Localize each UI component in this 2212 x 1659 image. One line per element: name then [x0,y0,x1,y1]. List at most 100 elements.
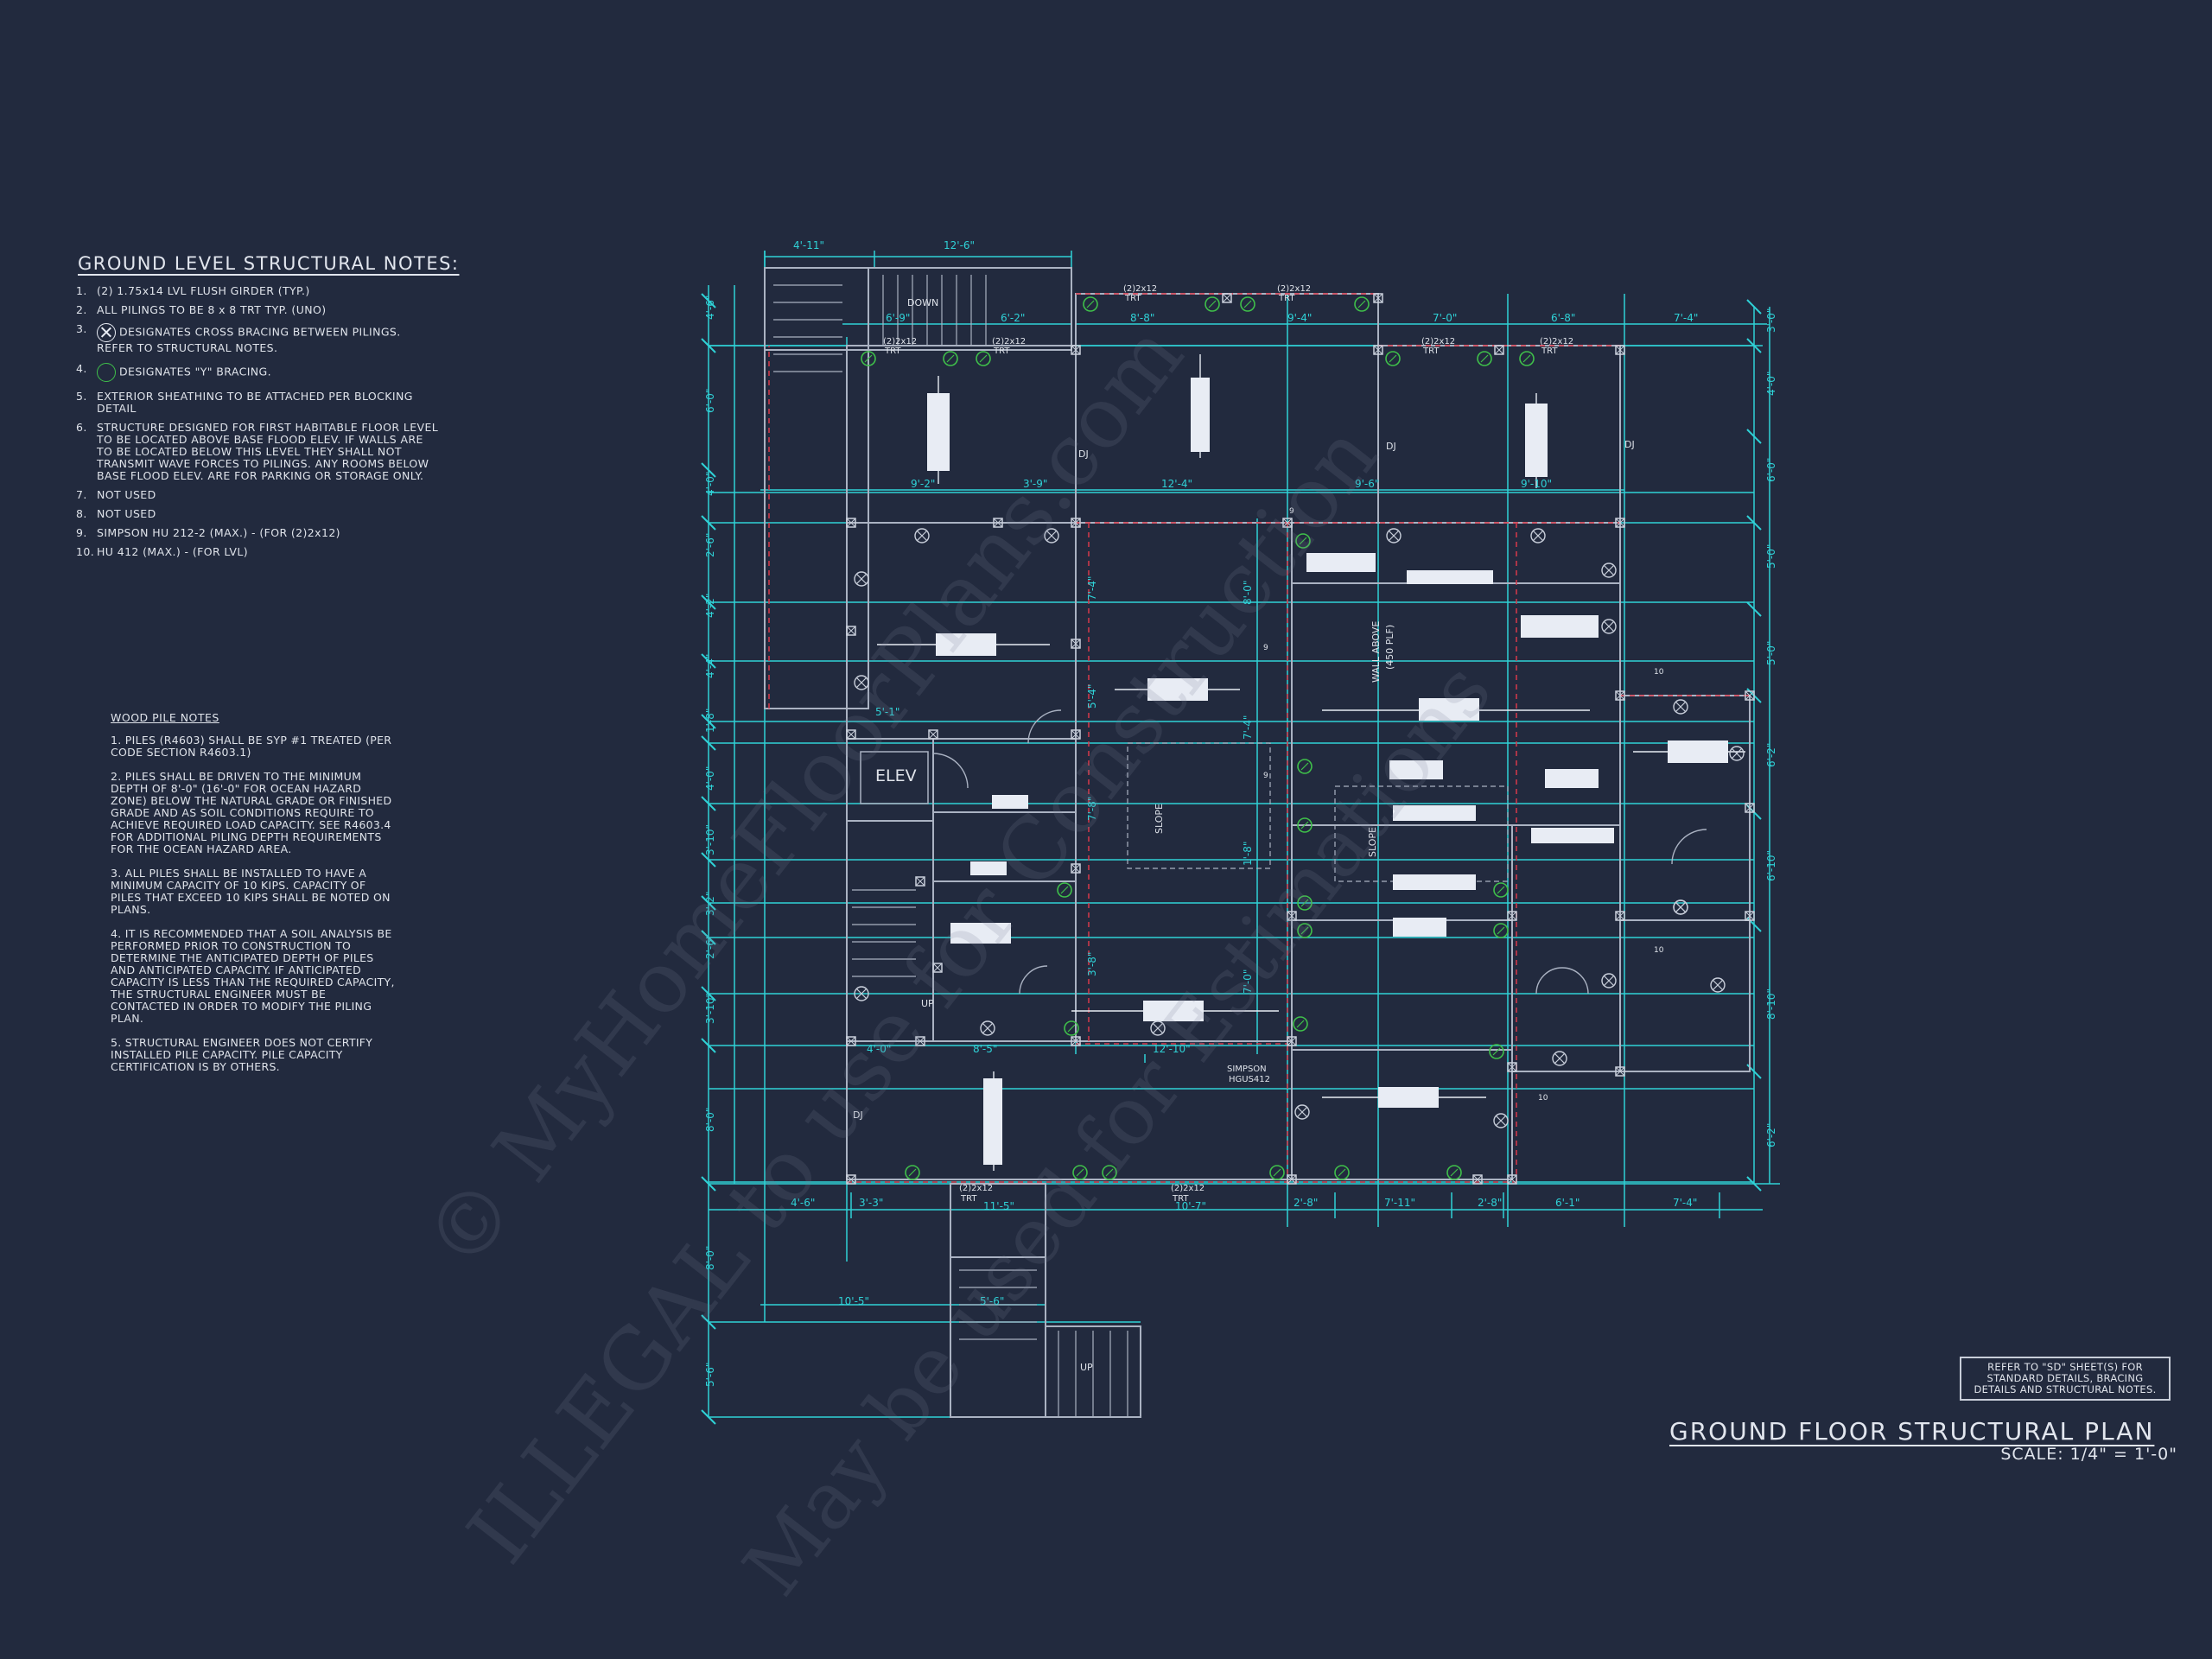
dim-left-2: 6'-0" [704,389,716,413]
dim-right-8: 8'-10" [1765,988,1777,1020]
dim-top-9: 7'-4" [1674,312,1698,324]
door-swings [932,709,1707,995]
dim-int-4: 3'-8" [1086,952,1098,976]
dim-left-6: 4'-4" [704,654,716,678]
note-item: 8.NOT USED [76,507,156,520]
hgus-label: HGUS412 [1229,1075,1270,1084]
dim-bottom-2: 3'-3" [859,1197,883,1209]
left-dimension-text: 4'-6" 6'-0" 4'-0" 2'-6" 4'-2" 4'-4" 1'-8… [704,296,716,1387]
dim-top-5: 8'-8" [1130,312,1154,324]
dim-inner-9: 12'-10" [1153,1043,1191,1055]
dim-int-3: 7'-8" [1086,797,1098,821]
interior-dimension-text: 7'-4" 5'-4" 7'-8" 3'-8" 8'-0" 7'-4" 1'-8… [1086,576,1254,994]
dim-bottom-6: 7'-11" [1384,1197,1415,1209]
wood-pile-notes-title: WOOD PILE NOTES [111,711,219,724]
wall-above-label: WALL ABOVE [1370,621,1382,683]
note-item: 10.HU 412 (MAX.) - (FOR LVL) [76,545,248,558]
note-item: 9.SIMPSON HU 212-2 (MAX.) - (FOR (2)2x12… [76,526,340,539]
dim-right-3: 6'-0" [1765,458,1777,482]
slope-label-1: SLOPE [1154,804,1165,834]
callout-10a: 10 [1654,668,1664,677]
beam-label-h2: TRT [1172,1194,1189,1204]
dim-bottom-9: 7'-4" [1673,1197,1697,1209]
dim-right-7: 6'-10" [1765,850,1777,881]
down-label: DOWN [907,297,938,308]
wall-load-label: (450 PLF) [1384,625,1395,670]
slope-label-2: SLOPE [1367,827,1378,857]
simpson-label: SIMPSON [1227,1065,1267,1074]
span-arrows [877,354,1745,1171]
beam-symbols [927,378,1728,1165]
right-dimension-text: 3'-0" 4'-0" 6'-0" 5'-0" 5'-0" 6'-2" 6'-1… [1765,308,1777,1147]
dim-inner-3: 12'-4" [1161,478,1192,490]
dim-top-4: 6'-2" [1001,312,1025,324]
callout-9c: 9 [1263,772,1268,780]
dim-left-14: 8'-0" [704,1246,716,1270]
beam-label-b: (2)2x12 [1277,284,1311,294]
structural-notes-title: GROUND LEVEL STRUCTURAL NOTES: [78,253,460,274]
dim-left-11: 2'-6" [704,935,716,959]
dim-inner-8: 8'-5" [973,1043,997,1055]
structural-notes-list: 1.(2) 1.75x14 LVL FLUSH GIRDER (TYP.) 2.… [76,285,439,565]
dim-left-12: 3'-10" [704,993,716,1024]
dim-bottom-3: 11'-5" [983,1200,1014,1212]
dim-left-9: 3'-10" [704,824,716,855]
wood-pile-notes-list: 1. PILES (R4603) SHALL BE SYP #1 TREATED… [111,734,396,1085]
beam-label-e: (2)2x12 [1421,337,1455,346]
beam-label-e2: TRT [1422,346,1440,356]
dj-label-1: DJ [1078,448,1089,460]
hidden-walls [768,293,1750,1184]
beam-label-a2: TRT [1124,294,1141,303]
dim-right-9: 6'-2" [1765,1123,1777,1147]
note-item: 3.DESIGNATES CROSS BRACING BETWEEN PILIN… [76,322,401,354]
dim-int-6: 7'-4" [1242,715,1254,740]
dim-right-4: 5'-0" [1765,544,1777,569]
wood-note-item: 3. ALL PILES SHALL BE INSTALLED TO HAVE … [111,867,391,916]
dim-inner-6: 5'-1" [875,706,899,718]
dim-int-5: 8'-0" [1242,581,1254,605]
elevator-box [860,751,929,804]
wood-note-item: 5. STRUCTURAL ENGINEER DOES NOT CERTIFY … [111,1036,373,1073]
beam-label-d: (2)2x12 [992,337,1026,346]
dim-left-10: 3'-2" [704,892,716,916]
dim-bottom-8: 6'-1" [1555,1197,1580,1209]
wood-note-item: 4. IT IS RECOMMENDED THAT A SOIL ANALYSI… [111,927,395,1025]
dim-int-2: 5'-4" [1086,684,1098,709]
dim-inner-5: 9'-10" [1521,478,1552,490]
dim-left-5: 4'-2" [704,594,716,618]
dim-stair-1: 10'-5" [838,1295,869,1307]
dim-left-13: 8'-0" [704,1108,716,1132]
beam-label-c: (2)2x12 [883,337,917,346]
dim-top-1: 4'-11" [793,239,824,251]
dj-label-4: DJ [853,1109,863,1121]
cross-bracing-icon [97,323,116,342]
dimension-ticks [701,293,1762,1425]
dim-bottom-5: 2'-8" [1294,1197,1318,1209]
callout-10c: 10 [1538,1094,1548,1103]
dim-top-6: 9'-4" [1287,312,1312,324]
note-item: 5.EXTERIOR SHEATHING TO BE ATTACHED PER … [76,390,413,415]
dim-left-4: 2'-6" [704,533,716,557]
dim-left-7: 1'-8" [704,709,716,733]
beam-label-a: (2)2x12 [1123,284,1157,294]
note-item: 1.(2) 1.75x14 LVL FLUSH GIRDER (TYP.) [76,284,310,297]
note-item: 4.DESIGNATES "Y" BRACING. [76,363,439,382]
plan-scale: SCALE: 1/4" = 1'-0" [2000,1445,2177,1464]
reference-note-box: REFER TO "SD" SHEET(S) FOR STANDARD DETA… [1960,1357,2171,1401]
callout-9a: 9 [1289,507,1294,516]
note-item: 7.NOT USED [76,488,156,501]
dim-inner-1: 9'-2" [911,478,935,490]
dim-inner-2: 3'-9" [1023,478,1047,490]
callout-10b: 10 [1654,946,1664,955]
up-label-1: UP [921,998,934,1009]
dj-label-3: DJ [1624,439,1635,450]
beam-label-b2: TRT [1278,294,1295,303]
dim-left-8: 4'-0" [704,766,716,791]
dim-int-1: 7'-4" [1086,576,1098,601]
dim-right-2: 4'-0" [1765,372,1777,396]
dim-inner-4: 9'-6" [1355,478,1379,490]
beam-label-d2: TRT [993,346,1010,356]
callout-9b: 9 [1263,644,1268,652]
beam-label-c2: TRT [884,346,901,356]
dim-top-2: 12'-6" [944,239,975,251]
